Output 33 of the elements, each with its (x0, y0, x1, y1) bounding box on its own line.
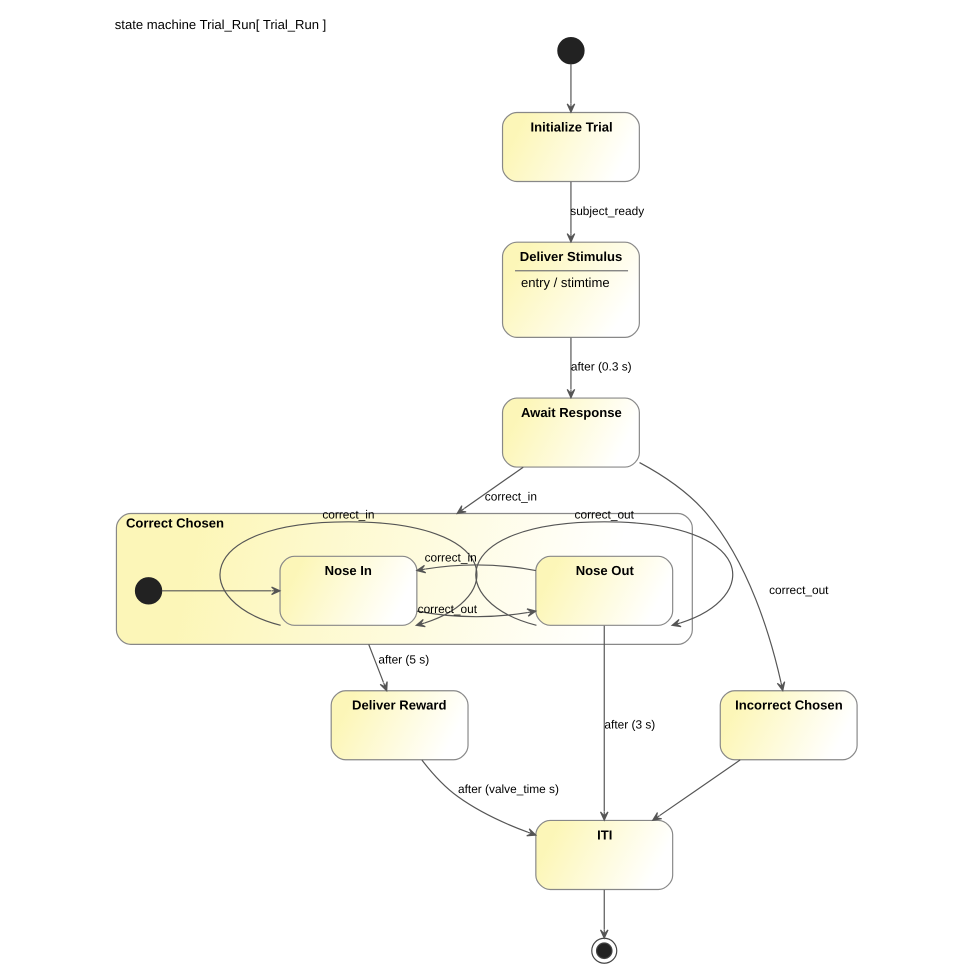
node-box: Incorrect Chosen (719, 690, 858, 760)
arrow (566, 337, 575, 398)
arrow (420, 759, 536, 836)
edge-label: after (3 s) (604, 716, 655, 731)
edge-label: after (5 s) (378, 652, 429, 666)
arrow (218, 520, 477, 627)
arrow (566, 181, 575, 242)
edge-label: correct_in (484, 488, 536, 503)
edge-label: correct_out (574, 506, 634, 521)
edge-label: correct_in (322, 506, 374, 521)
arrow (652, 758, 740, 820)
node-circle (134, 576, 162, 604)
node-box: Nose In (278, 555, 417, 626)
arrow (599, 625, 608, 820)
node-box: Await Response (501, 396, 640, 468)
node-circle (556, 36, 584, 64)
diagram-title: state machine Trial_Run[ Trial_Run ] (114, 16, 326, 32)
edge-label: correct_out (768, 582, 828, 596)
node-box: Deliver Stimulus entry / stimtime (501, 241, 640, 338)
arrow (368, 644, 388, 691)
node-box: Nose Out (534, 555, 673, 626)
node-box: Deliver Reward (330, 690, 468, 760)
arrow (638, 462, 785, 691)
node-box: Initialize Trial (501, 111, 640, 182)
edge-label: after (valve_time s) (457, 782, 558, 796)
arrow (416, 564, 536, 573)
arrow (599, 889, 608, 938)
node-box: ITI (534, 819, 673, 890)
arrow (161, 586, 280, 595)
arrow (474, 520, 733, 627)
arrow (456, 466, 524, 514)
node-circle (590, 937, 617, 964)
arrow (566, 63, 575, 112)
